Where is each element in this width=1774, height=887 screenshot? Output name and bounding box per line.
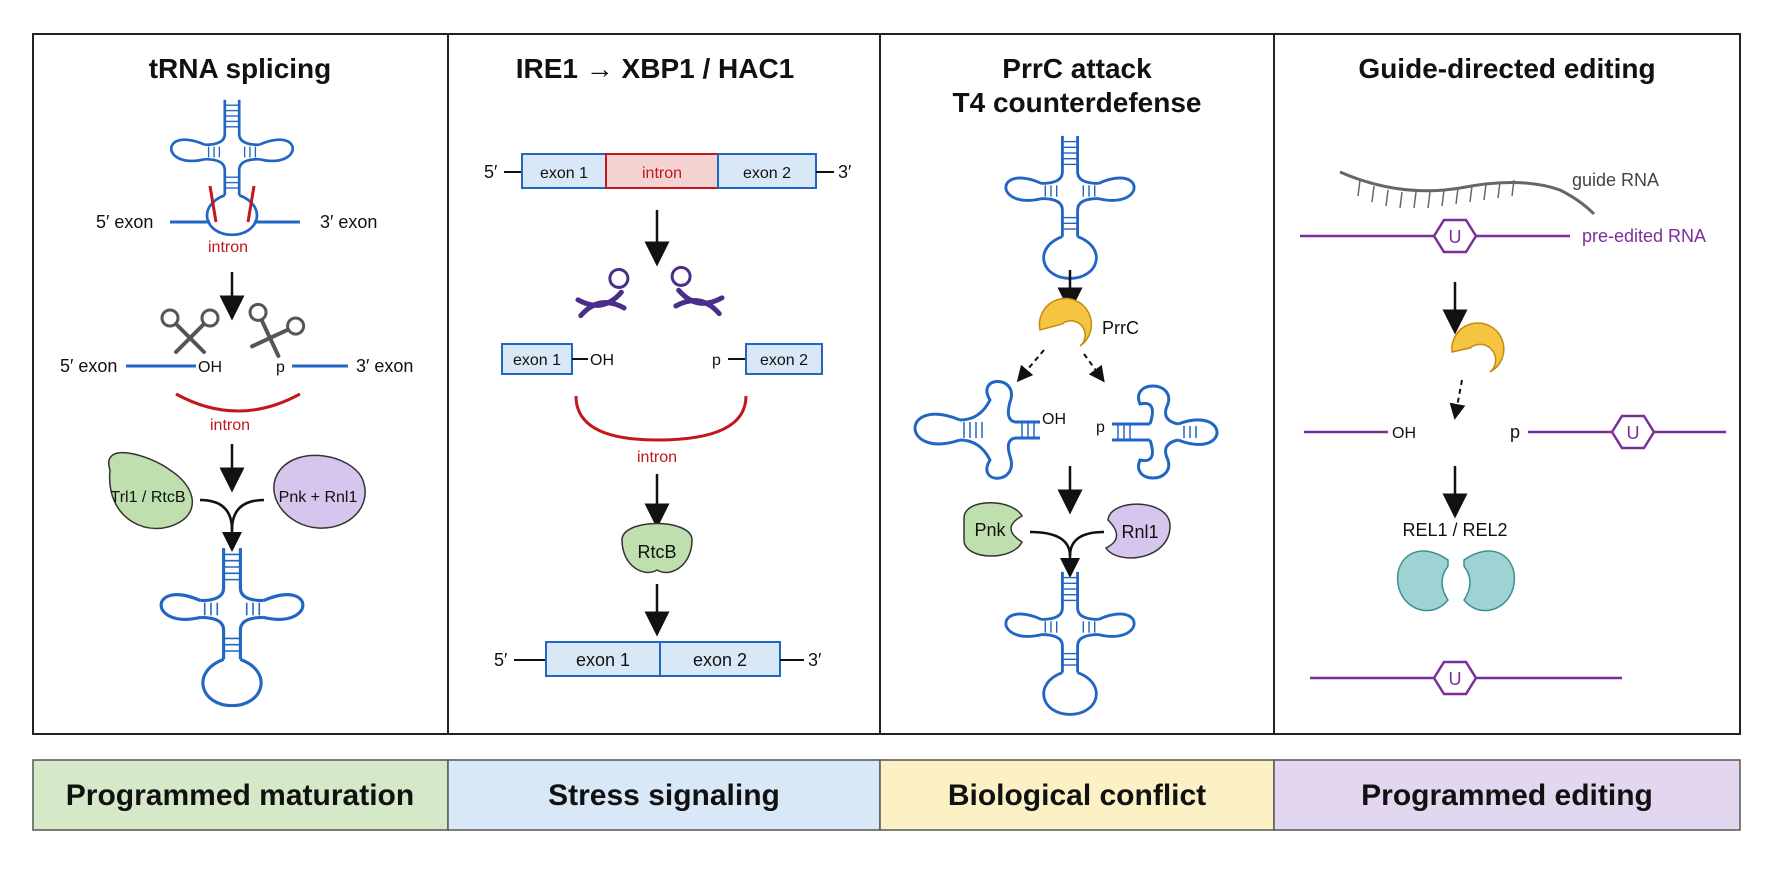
intron-box-label: intron (642, 165, 682, 182)
intron-label: intron (637, 449, 677, 466)
scissors-icon (160, 308, 220, 354)
scissors-icon (574, 268, 633, 316)
intron-label-1: intron (208, 239, 248, 256)
panel-2-title: IRE1 → XBP1 / HAC1 (516, 53, 795, 84)
p-label: p (1096, 419, 1105, 436)
exon2-box (717, 153, 817, 189)
prrc-enzyme (1038, 297, 1093, 347)
oh-label: OH (1392, 425, 1416, 442)
rel2-enzyme (1463, 550, 1516, 612)
guide-rna-label: guide RNA (1572, 170, 1659, 190)
exon-5-label: 5′ exon (60, 356, 117, 376)
panel-editing: Guide-directed editing guide RNA U pre-e… (1300, 53, 1726, 696)
three-prime-label: 3′ (808, 650, 822, 670)
panel-1-title: tRNA splicing (149, 53, 332, 84)
pnk-enzyme (963, 502, 1024, 557)
category-label: Programmed maturation (66, 779, 414, 812)
mature-trna (159, 546, 305, 708)
intron-box (605, 153, 719, 189)
prrc-label: PrrC (1102, 318, 1139, 338)
exon-3-label: 3′ exon (356, 356, 413, 376)
exon1-label: exon 1 (540, 165, 588, 182)
p-label: p (1510, 422, 1520, 442)
panel-3-title-line2: T4 counterdefense (953, 87, 1202, 118)
five-prime-label: 5′ (494, 650, 508, 670)
p-label: p (276, 359, 285, 376)
category-stress-signaling (447, 759, 881, 831)
trna-fragment-right (1112, 384, 1219, 480)
exon2-box-cut (745, 343, 823, 375)
category-label: Stress signaling (548, 779, 780, 812)
rnl1-enzyme (1104, 503, 1171, 559)
exon2-label: exon 2 (743, 165, 791, 182)
rtcb-label: RtcB (637, 542, 676, 562)
category-label: Programmed editing (1361, 779, 1653, 812)
trna-fragment-left (913, 380, 1040, 480)
oh-label: OH (1042, 411, 1066, 428)
oh-label: OH (198, 359, 222, 376)
endonuclease-enzyme (1451, 322, 1505, 373)
category-label: Biological conflict (948, 779, 1206, 812)
panel-3-title-line1: PrrC attack (1002, 53, 1152, 84)
category-programmed-maturation (32, 759, 449, 831)
enzyme-right-label: Pnk + Rnl1 (279, 489, 358, 506)
oh-label: OH (590, 352, 614, 369)
pre-edited-label: pre-edited RNA (1582, 226, 1706, 246)
p-label: p (712, 352, 721, 369)
u-label: U (1449, 669, 1462, 689)
panel-4-title: Guide-directed editing (1358, 53, 1655, 84)
exon2-label: exon 2 (760, 352, 808, 369)
repaired-trna (1004, 570, 1136, 716)
five-prime-label: 5′ (484, 162, 498, 182)
exon1-label: exon 1 (576, 650, 630, 670)
panel-prrc: PrrC attack T4 counterdefense PrrC OH p (913, 53, 1219, 716)
u-label: U (1449, 227, 1462, 247)
panel-ire1: IRE1 → XBP1 / HAC1 5′ exon 1 intron exon… (484, 53, 852, 677)
trna (1004, 134, 1136, 280)
scissors-icon (667, 266, 726, 314)
category-bar: Programmed maturation Stress signaling B… (32, 759, 1741, 831)
panel-trna-splicing: tRNA splicing 5′ exon 3′ exon intron 5′ … (60, 53, 413, 708)
rnl1-label: Rnl1 (1121, 522, 1158, 542)
intron-label-2: intron (210, 417, 250, 434)
guide-rna-strand (1339, 170, 1596, 216)
rel-label: REL1 / REL2 (1402, 520, 1507, 540)
pnk-label: Pnk (974, 520, 1006, 540)
exon-3-label: 3′ exon (320, 212, 377, 232)
category-biological-conflict (879, 759, 1275, 831)
enzyme-left-label: Trl1 / RtcB (111, 489, 186, 506)
exon-5-label: 5′ exon (96, 212, 153, 232)
exon2-box-joined (659, 641, 781, 677)
rel1-enzyme (1396, 550, 1449, 612)
exon1-label: exon 1 (513, 352, 561, 369)
three-prime-label: 3′ (838, 162, 852, 182)
panels-frame (32, 33, 1741, 735)
scissors-icon (236, 300, 308, 363)
exon2-label: exon 2 (693, 650, 747, 670)
exon1-box (521, 153, 607, 189)
rtcb-enzyme (621, 522, 693, 574)
trl1-rtcb-enzyme (107, 452, 194, 530)
exon1-box-joined (545, 641, 661, 677)
pnk-rnl1-enzyme (273, 454, 366, 529)
u-label: U (1627, 423, 1640, 443)
category-programmed-editing (1273, 759, 1741, 831)
